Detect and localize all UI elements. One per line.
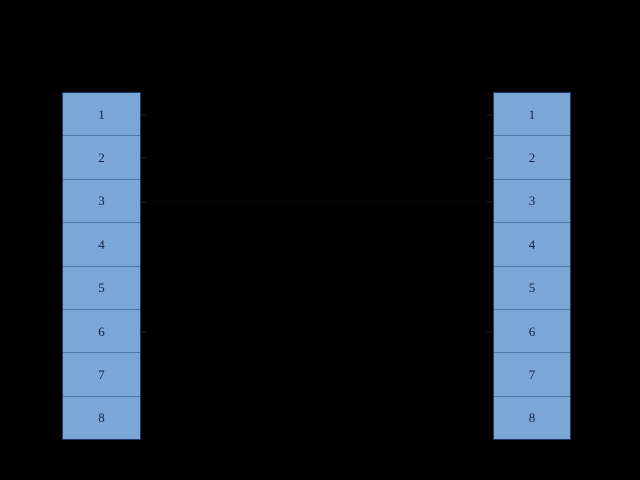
left-connector-tick-3 xyxy=(141,201,146,203)
right-connector-tick-2 xyxy=(487,157,492,159)
left-cell-2[interactable]: 2 xyxy=(63,136,140,180)
right-cell-6[interactable]: 6 xyxy=(494,309,570,354)
right-cell-7[interactable]: 7 xyxy=(494,353,570,397)
right-cell-5[interactable]: 5 xyxy=(494,266,570,310)
right-cell-4-label: 4 xyxy=(528,236,536,252)
left-column[interactable]: 1 2 3 4 5 6 7 8 xyxy=(62,92,141,440)
left-connector-tick-6 xyxy=(141,331,146,333)
left-connector-tick-2 xyxy=(141,157,146,159)
right-cell-1[interactable]: 1 xyxy=(494,93,570,137)
left-cell-3[interactable]: 3 xyxy=(63,179,140,224)
right-column[interactable]: 1 2 3 4 5 6 7 8 xyxy=(493,92,571,440)
right-cell-5-label: 5 xyxy=(528,280,536,296)
left-cell-3-label: 3 xyxy=(98,193,105,209)
left-cell-5[interactable]: 5 xyxy=(63,266,140,310)
left-cell-8-label: 8 xyxy=(98,410,105,426)
left-cell-8[interactable]: 8 xyxy=(63,396,140,439)
right-cell-8-label: 8 xyxy=(528,410,536,426)
left-cell-2-label: 2 xyxy=(98,150,105,166)
right-cell-8[interactable]: 8 xyxy=(494,396,570,439)
left-cell-4[interactable]: 4 xyxy=(63,223,140,267)
right-cell-6-label: 6 xyxy=(528,323,536,339)
left-cell-6-label: 6 xyxy=(98,323,105,339)
left-cell-6[interactable]: 6 xyxy=(63,309,140,354)
left-cell-1-label: 1 xyxy=(98,106,105,122)
left-cell-7[interactable]: 7 xyxy=(63,353,140,397)
right-cell-1-label: 1 xyxy=(528,106,536,122)
left-connector-tick-1 xyxy=(141,114,146,116)
left-cell-7-label: 7 xyxy=(98,366,105,382)
left-cell-4-label: 4 xyxy=(98,236,105,252)
right-cell-4[interactable]: 4 xyxy=(494,223,570,267)
right-cell-2-label: 2 xyxy=(528,150,536,166)
left-cell-1[interactable]: 1 xyxy=(63,93,140,137)
right-connector-tick-6 xyxy=(487,331,492,333)
right-cell-7-label: 7 xyxy=(528,366,536,382)
right-cell-3-label: 3 xyxy=(528,193,536,209)
right-connector-tick-1 xyxy=(487,114,492,116)
right-cell-3[interactable]: 3 xyxy=(494,179,570,224)
right-cell-2[interactable]: 2 xyxy=(494,136,570,180)
right-connector-tick-3 xyxy=(487,201,492,203)
left-cell-5-label: 5 xyxy=(98,280,105,296)
